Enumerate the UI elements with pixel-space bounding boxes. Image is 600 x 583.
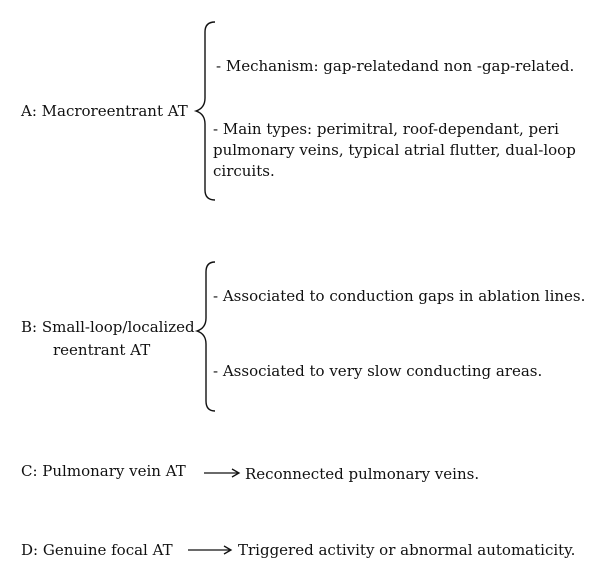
section-c-label: C: Pulmonary vein AT xyxy=(21,462,186,480)
brace-b xyxy=(194,261,216,412)
section-b-label-line2: reentrant AT xyxy=(53,341,151,359)
arrow-d xyxy=(188,545,233,555)
section-c-result: Reconnected pulmonary veins. xyxy=(245,465,480,483)
brace-a xyxy=(193,21,216,201)
section-a-item-types: - Main types: perimitral, roof-dependant… xyxy=(213,120,576,180)
section-b-item-slow: - Associated to very slow conducting are… xyxy=(213,362,543,380)
section-d-result: Triggered activity or abnormal automatic… xyxy=(238,541,576,559)
arrow-c xyxy=(204,468,241,478)
section-b-label-line1: B: Small-loop/localized xyxy=(21,318,195,336)
section-a-item-mechanism: - Mechanism: gap-relatedand non -gap-rel… xyxy=(216,57,575,75)
section-b-item-gaps: - Associated to conduction gaps in ablat… xyxy=(213,287,586,305)
section-a-label: A: Macroreentrant AT xyxy=(21,102,188,120)
section-d-label: D: Genuine focal AT xyxy=(21,541,173,559)
